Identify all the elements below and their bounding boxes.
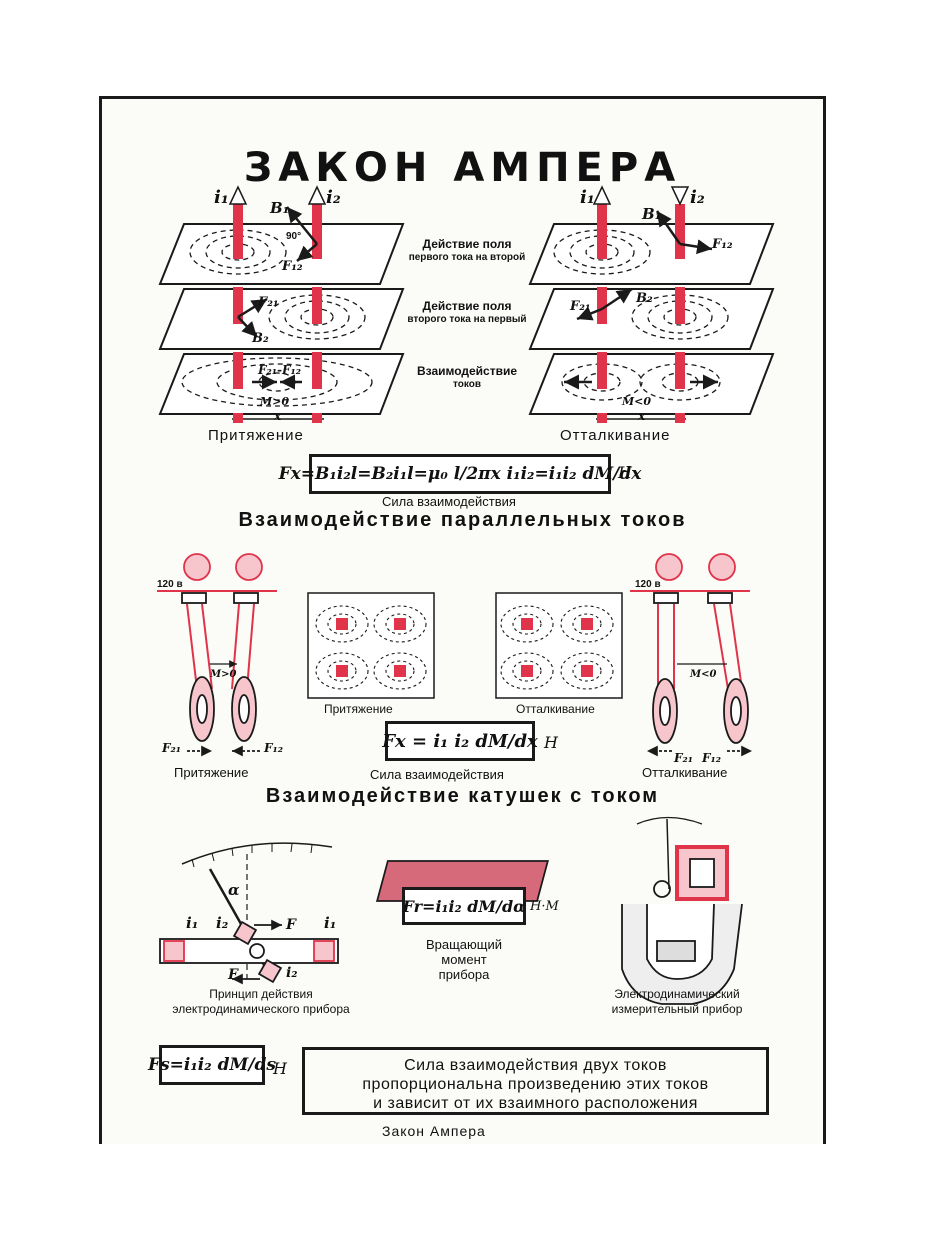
- mark-b1-left: B₁: [270, 199, 290, 217]
- law-formula-unit: Н: [273, 1059, 287, 1078]
- footer-caption: Закон Ампера: [382, 1123, 486, 1139]
- voltage-label-right: 120 в: [635, 579, 661, 590]
- field-box-repulsion: [495, 592, 623, 699]
- law-formula: Fs=i₁i₂ dM/ds: [148, 1045, 276, 1085]
- device-caption: Электродинамический измерительный прибор: [611, 987, 743, 1016]
- mark-angle-left: 90°: [286, 231, 302, 242]
- attraction-caption-top: Притяжение: [208, 427, 304, 444]
- mark-f12-right: F₁₂: [712, 237, 733, 252]
- mark-b1-right: B₁: [642, 205, 662, 223]
- mark-x-right: x: [638, 409, 646, 423]
- torque-formula: Fr=i₁i₂ dM/dα: [402, 887, 526, 925]
- poster: ЗАКОН АМПЕРА: [99, 96, 826, 1144]
- law-line-3: и зависит от их взаимного расположения: [373, 1095, 698, 1112]
- poster-graphics: [157, 185, 775, 1005]
- repulsion-caption-top: Отталкивание: [560, 427, 671, 444]
- principle-caption: Принцип действия электродинамического пр…: [172, 987, 350, 1016]
- mark-i1-instr-left: i₁: [186, 914, 199, 932]
- coils-formula-unit: Н: [544, 733, 558, 752]
- mark-i2-instr-bottom: i₂: [286, 965, 298, 981]
- page-title: ЗАКОН АМПЕРА: [243, 145, 682, 191]
- mark-x-left: x: [274, 409, 282, 423]
- coil-mark-f12-right: F₁₂: [702, 751, 722, 765]
- mark-f-top: F: [286, 917, 296, 933]
- mark-f21-left: F₂₁: [258, 295, 279, 310]
- alpha-mark: α: [228, 881, 240, 899]
- mark-i2-right: i₂: [690, 187, 705, 208]
- instrument-principle: [159, 842, 339, 985]
- section-parallel-currents: Взаимодействие параллельных токов: [238, 509, 687, 531]
- mark-i1-instr-right: i₁: [324, 914, 337, 932]
- coil-caption-repulsion: Отталкивание: [642, 765, 728, 780]
- mark-f12-left: F₁₂: [282, 259, 303, 274]
- mark-i2-instr: i₂: [216, 914, 229, 932]
- mark-f-bottom: F: [228, 967, 238, 983]
- repulsion-stack: [528, 185, 775, 423]
- field-caption-attraction: Притяжение: [324, 702, 393, 716]
- mark-m-pos: M>0: [260, 395, 290, 408]
- coil-mark-f21-right: F₂₁: [674, 751, 694, 765]
- coils-formula: Fx = i₁ i₂ dM/dx: [382, 721, 538, 761]
- parallel-formula: Fx=B₁i₂l=B₂i₁l=μ₀ l/2πx i₁i₂=i₁i₂ dM/dx: [279, 454, 641, 494]
- parallel-formula-unit: Н: [618, 463, 632, 482]
- section-coils: Взаимодействие катушек с током: [265, 785, 660, 807]
- coil-mark-m-neg: M<0: [690, 669, 717, 680]
- mark-diff-left: F₂₁-F₁₂: [258, 363, 302, 377]
- coils-left: [157, 553, 277, 757]
- field-caption-repulsion: Отталкивание: [516, 702, 595, 716]
- coil-caption-attraction: Притяжение: [174, 765, 249, 780]
- mark-i1-right: i₁: [580, 187, 595, 208]
- mark-f21-right: F₂₁: [570, 299, 591, 314]
- field-box-attraction: [307, 592, 435, 699]
- coils-formula-caption: Сила взаимодействия: [370, 767, 504, 782]
- parallel-formula-caption: Сила взаимодействия: [382, 494, 516, 509]
- coil-mark-f21-left: F₂₁: [162, 741, 182, 755]
- mark-m-neg: M<0: [622, 395, 652, 408]
- coil-mark-m-pos: M>0: [210, 669, 237, 680]
- mark-b2-left: B₂: [252, 331, 269, 346]
- mark-i1-left: i₁: [214, 187, 229, 208]
- law-line-1: Сила взаимодействия двух токов: [404, 1057, 667, 1074]
- voltage-label-left: 120 в: [157, 579, 183, 590]
- coil-mark-f12-left: F₁₂: [264, 741, 284, 755]
- mark-b2-right: B₂: [636, 291, 653, 306]
- mark-i2-left: i₂: [326, 187, 341, 208]
- law-line-2: пропорциональна произведению этих токов: [362, 1076, 709, 1093]
- coils-right: [630, 553, 752, 757]
- torque-caption: Вращающий момент прибора: [425, 937, 503, 982]
- torque-unit: Н·М: [530, 899, 559, 914]
- attraction-stack: [158, 185, 405, 423]
- law-statement-box: Сила взаимодействия двух токов пропорцио…: [302, 1047, 769, 1115]
